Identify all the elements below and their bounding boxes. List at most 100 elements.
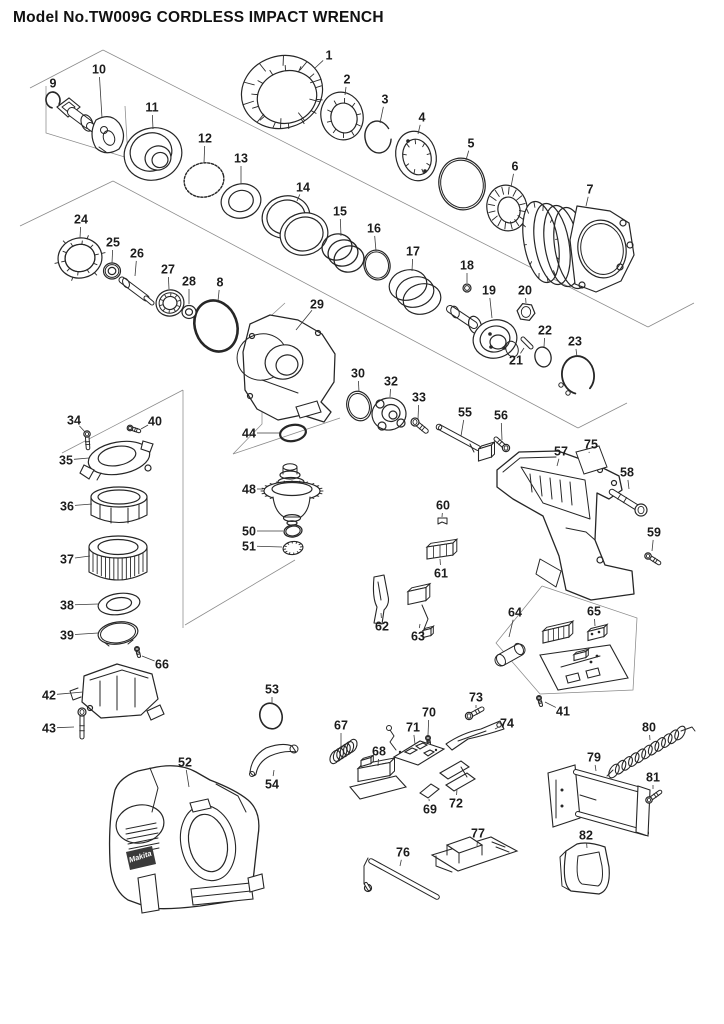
leader-lines [52, 60, 654, 867]
part-58-drawing [608, 488, 648, 517]
part-29-leader [295, 309, 313, 331]
part-76-leader [399, 859, 402, 867]
part-50-drawing [283, 524, 303, 538]
part-57-leader [556, 458, 560, 467]
part-71-drawing [386, 725, 446, 766]
part-19-leader [489, 297, 493, 319]
part-label-62: 62 [375, 619, 389, 633]
part-label-2: 2 [344, 72, 351, 86]
part-69-drawing [419, 783, 440, 799]
part-label-70: 70 [422, 705, 436, 719]
part-39-leader [74, 632, 99, 635]
part-44-drawing [279, 423, 307, 443]
part-8-leader [217, 289, 220, 302]
part-14-drawing [261, 195, 329, 256]
part-label-28: 28 [182, 274, 196, 288]
part-71-leader [413, 734, 416, 745]
part-79-drawing [547, 764, 651, 837]
part-60-drawing [437, 517, 448, 525]
part-5-leader [465, 150, 470, 161]
part-38-drawing [97, 592, 141, 616]
part-label-50: 50 [242, 524, 256, 538]
part-55-leader [460, 419, 465, 437]
part-label-43: 43 [42, 721, 56, 735]
part-label-57: 57 [554, 444, 568, 458]
part-21-drawing [520, 336, 534, 350]
page-title: Model No.TW009G CORDLESS IMPACT WRENCH [13, 9, 384, 26]
part-label-4: 4 [419, 110, 426, 124]
part-42-drawing [69, 663, 165, 721]
part-label-56: 56 [494, 408, 508, 422]
part-label-13: 13 [234, 151, 248, 165]
part-16-leader [374, 235, 377, 252]
part-21-leader [520, 347, 525, 354]
part-57-drawing [496, 450, 635, 601]
part-30-drawing [346, 390, 372, 422]
part-77-drawing [430, 836, 519, 873]
part-7-drawing [522, 200, 635, 293]
part-label-39: 39 [60, 628, 74, 642]
part-22-drawing [534, 346, 552, 368]
part-label-7: 7 [587, 182, 594, 196]
part-label-72: 72 [449, 796, 463, 810]
part-label-8: 8 [217, 275, 224, 289]
part-15-drawing [321, 233, 365, 273]
part-33-drawing [410, 417, 429, 434]
part-30-leader [358, 380, 360, 393]
part-7-leader [585, 196, 589, 207]
part-20-drawing [516, 303, 536, 321]
part-13-drawing [220, 183, 262, 219]
part-label-66: 66 [155, 657, 169, 671]
part-64-drawing [494, 620, 629, 691]
part-29-drawing [236, 314, 336, 423]
part-label-40: 40 [148, 414, 162, 428]
part-label-22: 22 [538, 323, 552, 337]
part-42-leader [56, 691, 84, 695]
part-37-leader [74, 555, 91, 559]
part-17-leader [411, 258, 413, 272]
part-64-leader [508, 619, 514, 638]
part-label-60: 60 [436, 498, 450, 512]
part-55-drawing [435, 423, 495, 462]
part-26-leader [134, 260, 137, 277]
part-18-drawing [462, 283, 472, 293]
part-15-leader [339, 218, 342, 237]
part-label-41: 41 [556, 704, 570, 718]
part-label-35: 35 [59, 453, 73, 467]
part-label-26: 26 [130, 246, 144, 260]
part-label-68: 68 [372, 744, 386, 758]
part-label-81: 81 [646, 770, 660, 784]
part-label-15: 15 [333, 204, 347, 218]
part-label-79: 79 [587, 750, 601, 764]
part-66-drawing [134, 645, 141, 658]
part-8-drawing [193, 299, 239, 353]
part-10-drawing [56, 97, 125, 154]
part-label-32: 32 [384, 374, 398, 388]
part-9-drawing [45, 91, 61, 109]
part-label-42: 42 [42, 688, 56, 702]
part-label-73: 73 [469, 690, 483, 704]
part-59-leader [651, 539, 654, 552]
part-26-drawing [118, 276, 155, 306]
part-40-leader [140, 424, 149, 430]
part-73-drawing [464, 706, 485, 721]
part-label-38: 38 [60, 598, 74, 612]
part-glyphs: Makita [45, 54, 696, 914]
part-label-34: 34 [67, 413, 81, 427]
part-35-leader [73, 457, 90, 460]
part-label-21: 21 [509, 353, 523, 367]
part-32-leader [389, 388, 391, 398]
part-label-24: 24 [74, 212, 88, 226]
part-label-11: 11 [145, 100, 158, 114]
part-label-48: 48 [242, 482, 256, 496]
part-label-12: 12 [198, 131, 212, 145]
part-52-leader [185, 769, 190, 788]
part-label-59: 59 [647, 525, 661, 539]
part-40-drawing [126, 424, 142, 434]
part-41-drawing [535, 694, 543, 707]
part-63-leader [418, 623, 421, 629]
part-72-drawing [439, 760, 476, 792]
part-41-leader [544, 701, 557, 708]
part-2-leader [344, 86, 347, 96]
